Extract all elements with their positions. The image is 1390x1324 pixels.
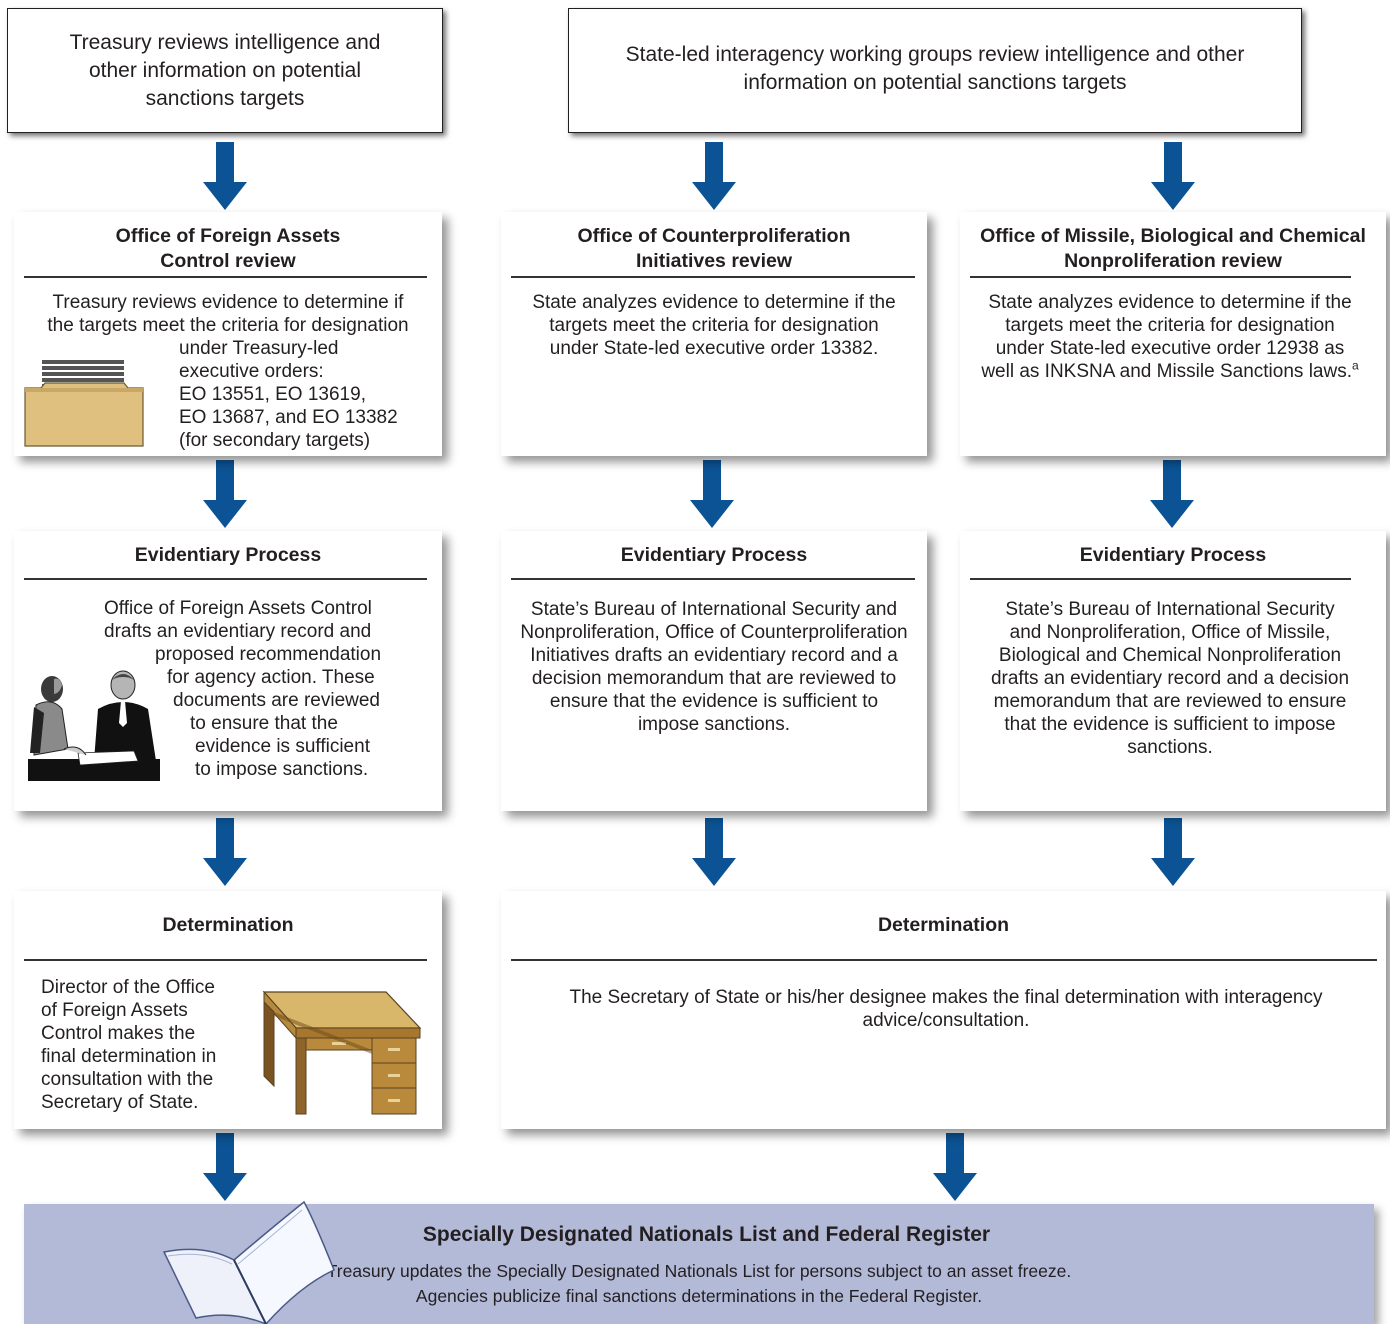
arrow-down-icon xyxy=(203,818,247,886)
divider xyxy=(970,276,1351,278)
state-determination-box: Determination The Secretary of State or … xyxy=(501,891,1386,1129)
evidentiary-title: Evidentiary Process xyxy=(1079,544,1267,566)
divider xyxy=(511,959,1377,961)
determination-title: Determination xyxy=(877,914,1010,936)
state-determination-text: The Secretary of State or his/her design… xyxy=(569,987,1323,1031)
ocpi-evidentiary-box: Evidentiary Process State’s Bureau of In… xyxy=(501,531,927,811)
ocpi-evidentiary-text: State’s Bureau of International Security… xyxy=(520,599,908,735)
folder-icon xyxy=(24,360,144,447)
ofac-review-title: Office of Foreign Assets Control review xyxy=(115,225,341,272)
meeting-icon xyxy=(28,670,160,781)
determination-title: Determination xyxy=(162,914,294,936)
ocpi-review-title: Office of Counterproliferation Initiativ… xyxy=(577,225,851,272)
evidentiary-title: Evidentiary Process xyxy=(620,544,808,566)
sdn-text-line1: Treasury updates the Specially Designate… xyxy=(326,1261,1072,1281)
treasury-intel-text: Treasury reviews intelligence and other … xyxy=(69,30,381,110)
ofac-determination-text: Director of the Office of Foreign Assets… xyxy=(41,977,217,1113)
divider xyxy=(24,959,427,961)
arrow-down-icon xyxy=(203,460,247,528)
sdn-title: Specially Designated Nationals List and … xyxy=(422,1223,991,1246)
arrow-down-icon xyxy=(933,1133,977,1201)
ofac-review-text: Treasury reviews evidence to determine i… xyxy=(47,292,409,336)
arrow-down-icon xyxy=(203,142,247,210)
footnote-marker: a xyxy=(1351,358,1359,373)
ofac-evidentiary-box: Evidentiary Process Office of Foreign As… xyxy=(14,531,442,811)
mbc-review-title: Office of Missile, Biological and Chemic… xyxy=(980,225,1366,272)
divider xyxy=(511,276,915,278)
divider xyxy=(970,578,1351,580)
mbc-evidentiary-text: State’s Bureau of International Security… xyxy=(990,599,1350,758)
arrow-down-icon xyxy=(203,1133,247,1201)
ocpi-review-box: Office of Counterproliferation Initiativ… xyxy=(501,212,927,456)
sdn-text-line2: Agencies publicize final sanctions deter… xyxy=(415,1286,983,1306)
desk-icon xyxy=(262,990,422,1115)
arrow-down-icon xyxy=(692,142,736,210)
divider xyxy=(24,276,427,278)
ocpi-review-text: State analyzes evidence to determine if … xyxy=(532,292,896,359)
treasury-intel-box: Treasury reviews intelligence and other … xyxy=(7,8,443,133)
mbc-review-box: Office of Missile, Biological and Chemic… xyxy=(960,212,1386,456)
state-intel-box: State-led interagency working groups rev… xyxy=(568,8,1302,133)
arrow-down-icon xyxy=(690,460,734,528)
arrow-down-icon xyxy=(1150,460,1194,528)
mbc-evidentiary-box: Evidentiary Process State’s Bureau of In… xyxy=(960,531,1386,811)
ofac-review-box: Office of Foreign Assets Control review … xyxy=(14,212,442,456)
arrow-down-icon xyxy=(1151,142,1195,210)
book-icon xyxy=(162,1200,335,1324)
state-intel-text: State-led interagency working groups rev… xyxy=(625,43,1245,94)
ofac-review-orders: under Treasury-led executive orders: EO … xyxy=(179,338,398,451)
evidentiary-title: Evidentiary Process xyxy=(134,544,322,566)
ofac-determination-box: Determination Director of the Office of … xyxy=(14,891,442,1129)
divider xyxy=(511,578,915,580)
arrow-down-icon xyxy=(692,818,736,886)
mbc-review-text: State analyzes evidence to determine if … xyxy=(981,292,1359,382)
divider xyxy=(24,578,427,580)
arrow-down-icon xyxy=(1151,818,1195,886)
